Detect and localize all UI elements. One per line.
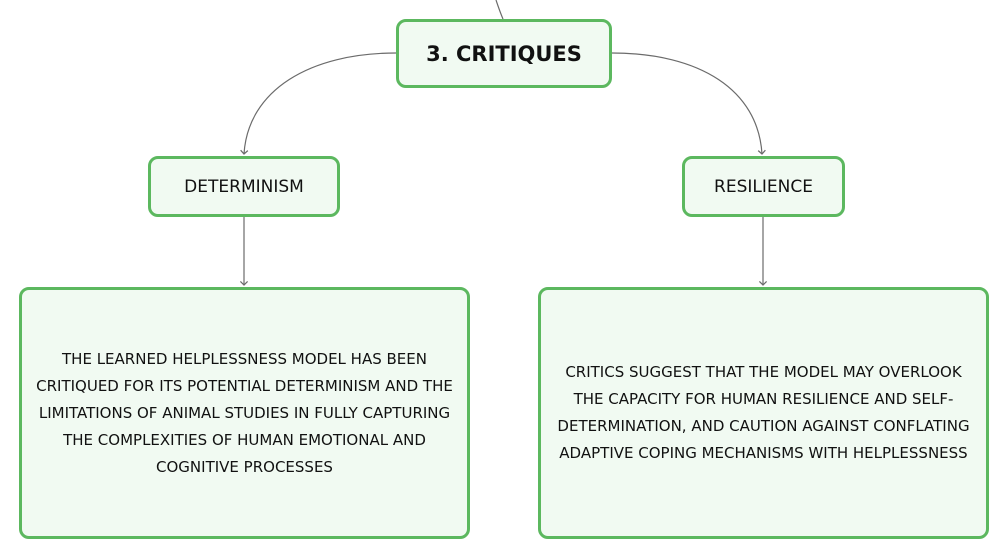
- determinism-node[interactable]: DETERMINISM: [148, 156, 340, 217]
- resilience-node[interactable]: RESILIENCE: [682, 156, 845, 217]
- root-node-label: 3. CRITIQUES: [426, 41, 582, 66]
- resilience-detail-node[interactable]: CRITICS SUGGEST THAT THE MODEL MAY OVERL…: [538, 287, 989, 539]
- connector-root-to-resilience: [611, 52, 766, 155]
- resilience-node-label: RESILIENCE: [714, 176, 813, 197]
- root-node[interactable]: 3. CRITIQUES: [396, 19, 612, 88]
- determinism-detail-text: THE LEARNED HELPLESSNESS MODEL HAS BEEN …: [36, 349, 453, 476]
- determinism-node-label: DETERMINISM: [184, 176, 304, 197]
- resilience-detail-text: CRITICS SUGGEST THAT THE MODEL MAY OVERL…: [557, 363, 970, 462]
- incoming-connector: [495, 0, 504, 20]
- connector-root-to-determinism: [240, 52, 397, 155]
- determinism-detail-node[interactable]: THE LEARNED HELPLESSNESS MODEL HAS BEEN …: [19, 287, 470, 539]
